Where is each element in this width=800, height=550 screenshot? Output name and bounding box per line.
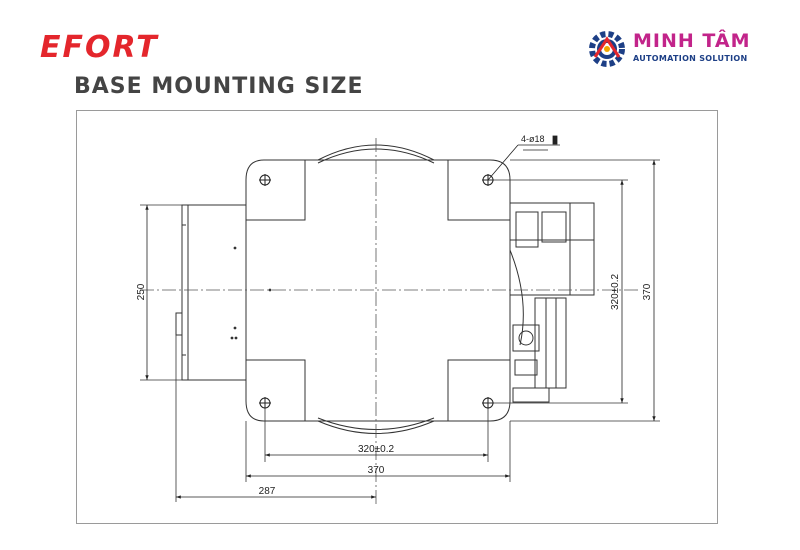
- hole-callout-label: 4-ø18: [521, 134, 545, 144]
- hole-callout-leader: [487, 144, 519, 181]
- page-title: BASE MOUNTING SIZE: [74, 74, 364, 99]
- drawing-frame: [76, 110, 718, 524]
- right-motor-housing: [509, 202, 595, 296]
- corner-pad-bl: [246, 359, 306, 421]
- dim-label-320-vertical: 320±0.2: [610, 274, 621, 311]
- corner-pad-br: [447, 359, 510, 421]
- dim-label-320-horizontal: 320±0.2: [358, 444, 395, 455]
- connector-port: [512, 324, 540, 352]
- left-side-box: [181, 204, 247, 381]
- dim-label-287: 287: [259, 486, 276, 497]
- dim-label-370-horizontal: 370: [368, 465, 385, 476]
- corner-pad-tl: [246, 160, 306, 221]
- logo-name: MINH TÂM: [633, 30, 751, 52]
- gear-logo-icon: [589, 31, 625, 67]
- base-plate: [245, 159, 511, 422]
- minh-tam-logo: MINH TÂM AUTOMATION SOLUTION: [585, 27, 775, 72]
- corner-pad-tr: [447, 160, 510, 221]
- dim-label-250: 250: [136, 283, 147, 300]
- efort-logo-text: EFORT: [40, 30, 159, 65]
- dim-label-370-vertical: 370: [642, 283, 653, 300]
- logo-tagline: AUTOMATION SOLUTION: [633, 54, 748, 63]
